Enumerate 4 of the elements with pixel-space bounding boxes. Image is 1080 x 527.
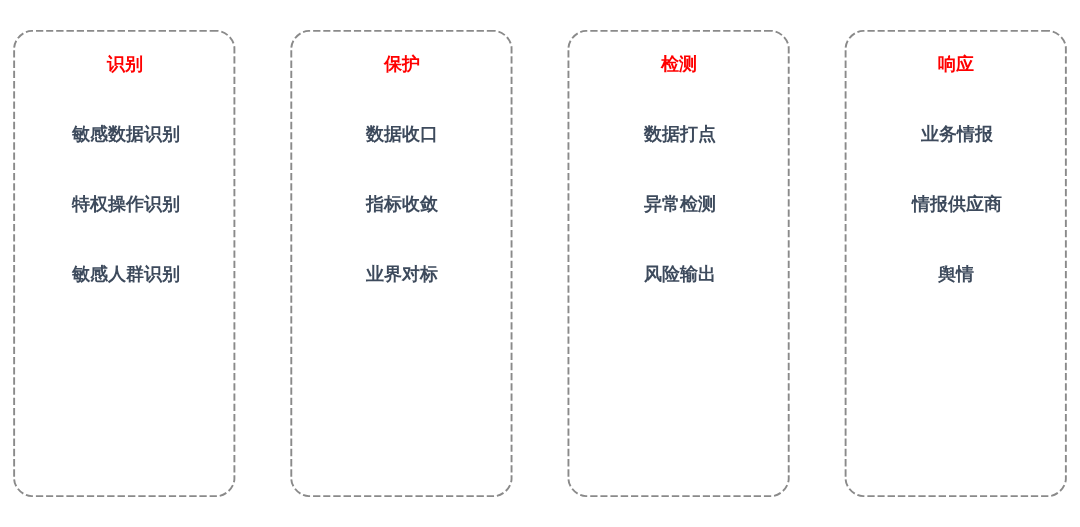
node-box: 响应 业务情报 情报供应商 舆情 (844, 29, 1067, 498)
node-box: 检测 数据打点 异常检测 风险输出 (567, 29, 790, 498)
node-box: 保护 数据收口 指标收敛 业界对标 (290, 29, 513, 498)
node-box: 识别 敏感数据识别 特权操作识别 敏感人群识别 (13, 29, 236, 498)
